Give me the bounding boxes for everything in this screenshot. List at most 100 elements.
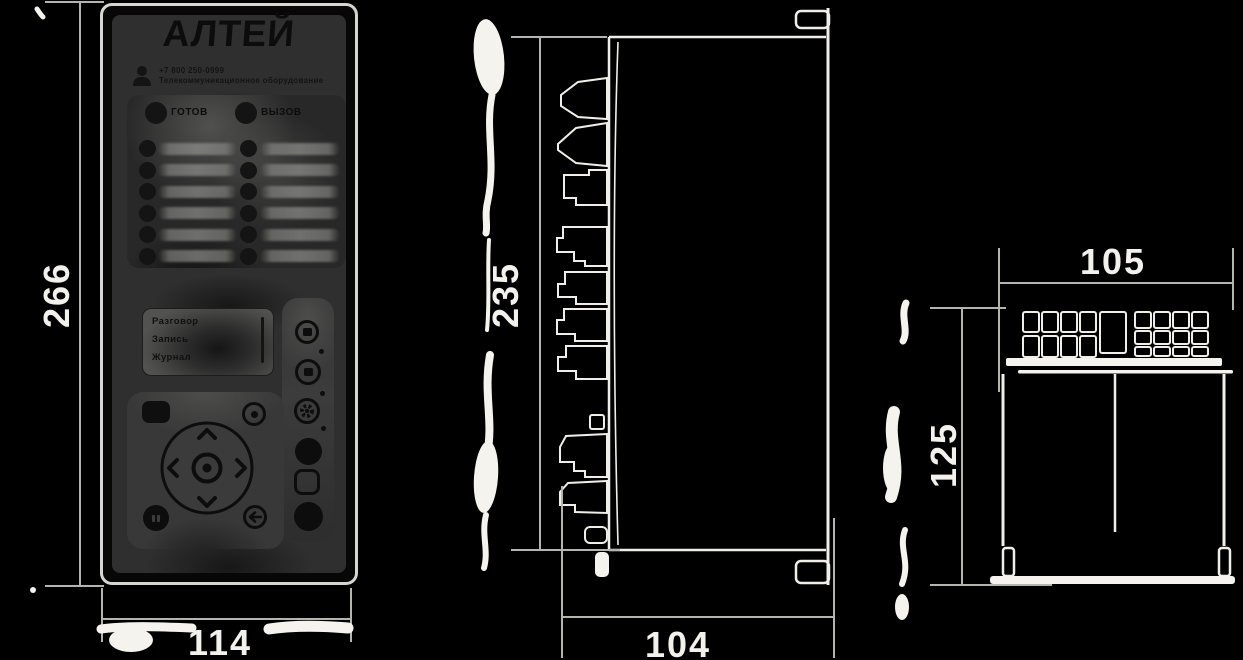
chevron-left-icon [167,458,179,478]
top-enclosure-line [1018,370,1233,374]
channel-led-row [127,140,346,158]
side-body-outline [607,35,826,552]
bottom-connector-tab [595,552,609,577]
top-foot-left [1001,546,1016,578]
chevron-right-icon [235,458,247,478]
top-body-sides [1001,374,1226,546]
display-button [295,359,321,385]
lcd-display: Разговор Запись Журнал [142,308,274,376]
channel-led [138,226,156,243]
channel-label-strip [158,164,237,176]
channel-led [138,140,156,157]
top-terminal-blocks [1022,311,1209,358]
top-view: 105 125 [923,241,1235,586]
dimension-label-266: 266 [36,262,77,328]
channel-label-strip [260,250,340,262]
channel-label-strip [260,142,340,155]
channel-label-strip [260,185,340,198]
side-terminal-connectors [556,76,609,577]
status-dot-led [319,349,324,354]
channel-led-row [127,247,346,265]
display-icon [303,368,313,376]
channel-led [239,183,257,200]
channel-label-strip [158,228,237,241]
microphone-opening [295,438,322,465]
channel-led [138,161,156,179]
channel-led [138,247,156,265]
channel-led [138,204,156,222]
ready-led [145,102,167,124]
speaker-icon [302,328,312,336]
dimension-side-depth: 104 [561,486,835,660]
lcd-line-3: Журнал [152,352,192,363]
chevron-up-icon [197,428,217,440]
channel-led [239,161,257,179]
dimension-label-235: 235 [485,262,526,328]
front-view-device: АЛТЕЙ +7 800 250-0999 Телекоммуникационн… [100,3,358,585]
cancel-button [143,505,169,531]
ready-led-label: ГОТОВ [171,107,208,118]
status-dot-led [319,390,325,396]
back-button [243,505,267,529]
channel-label-strip [260,207,340,219]
contact-phone: +7 800 250-0999 [159,66,225,75]
dimension-label-114: 114 [188,622,252,660]
settings-button [294,398,320,424]
front-panel: АЛТЕЙ +7 800 250-0999 Телекоммуникационн… [112,13,346,573]
function-square-button [294,469,320,495]
dimension-top-depth: 125 [923,307,1052,586]
keypad-section [127,392,284,549]
speaker-opening [293,502,323,531]
channel-led-row [127,204,346,222]
sketch-marks [30,6,910,652]
top-enclosure-bar [1006,358,1222,366]
dimension-front-width: 114 [101,588,352,660]
lcd-contrast-bar [260,317,264,363]
dimension-side-height: 235 [485,36,620,551]
top-center-block [1099,311,1127,354]
channel-label-strip [260,164,340,176]
channel-label-strip [158,207,237,219]
right-button-strip [282,298,334,541]
contact-caption: Телекоммуникационное оборудование [159,76,324,85]
channel-led [239,204,257,222]
lcd-line-1: Разговор [152,316,199,327]
channel-led [138,183,156,200]
gear-icon [300,404,314,418]
mounting-bracket-top [794,9,831,30]
channel-led-row [127,183,346,201]
side-view: 235 104 [485,8,835,660]
channel-led-row [127,161,346,179]
dimension-label-104: 104 [645,624,711,660]
chevron-down-icon [197,496,217,508]
contact-block: +7 800 250-0999 Телекоммуникационное обо… [132,64,323,88]
mounting-bracket-bottom [794,559,831,585]
channel-led-row [127,226,346,244]
operator-icon [133,66,151,86]
record-button [242,402,266,426]
channel-label-strip [260,228,340,241]
channel-label-strip [158,185,237,198]
speaker-button [295,320,319,344]
dimension-label-125: 125 [923,422,964,488]
channel-label-strip [158,142,237,155]
channel-led [239,247,257,265]
dpad-navigation [160,421,254,515]
dimension-front-height: 266 [36,1,104,587]
side-body-inner-line [613,41,619,546]
channel-led [239,140,257,157]
lcd-line-2: Запись [152,334,189,345]
call-led-label: ВЫЗОВ [261,107,302,118]
dimension-top-width: 105 [998,241,1234,392]
record-icon [250,410,258,418]
dimension-label-105: 105 [1080,241,1146,282]
led-indicator-section: ГОТОВ ВЫЗОВ [127,95,346,268]
top-front-flange [990,576,1235,584]
channel-label-strip [158,250,237,262]
function-key [142,401,170,423]
status-dot-led [320,425,326,431]
call-led [235,102,257,124]
top-foot-right [1217,546,1232,578]
